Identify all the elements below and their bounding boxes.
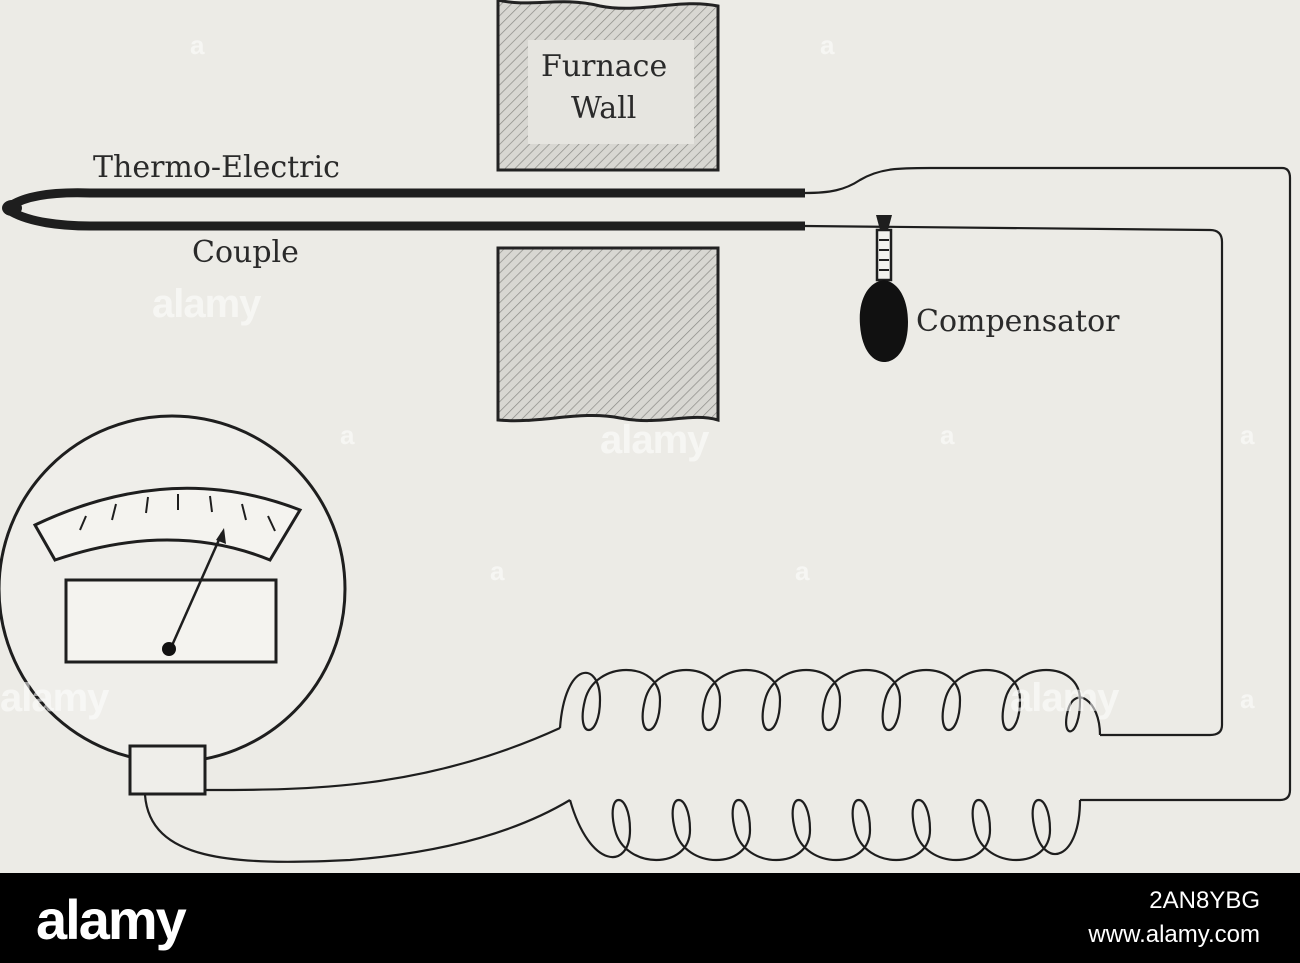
thermocouple-diagram	[0, 0, 1292, 863]
furnace-label-line1: Furnace	[541, 49, 668, 84]
thermo-electric-label: Thermo-Electric	[93, 150, 340, 185]
watermark-text: alamy	[600, 418, 709, 462]
watermark-letter: a	[340, 420, 355, 450]
watermark-letter: a	[190, 30, 205, 60]
couple-label: Couple	[192, 235, 299, 270]
meter	[0, 414, 347, 796]
lead-wires	[143, 166, 1292, 863]
watermark-letter: a	[490, 556, 505, 586]
coil-lower	[568, 799, 1082, 861]
site-url: www.alamy.com	[1088, 921, 1260, 948]
watermark-text: alamy	[152, 282, 261, 326]
coil-upper	[558, 669, 1102, 736]
watermark-letter: a	[820, 30, 835, 60]
image-id: 2AN8YBG	[1149, 887, 1260, 914]
furnace-label-line2: Wall	[571, 91, 637, 126]
watermark-letter: a	[940, 420, 955, 450]
watermark-text: alamy	[0, 676, 109, 720]
thermocouple-probe	[2, 188, 805, 231]
footer-bar: alamy 2AN8YBG www.alamy.com	[0, 873, 1300, 963]
watermark-letter: a	[1240, 684, 1255, 714]
watermark-text: alamy	[1010, 676, 1119, 720]
diagram-canvas: Furnace Wall Thermo-Electric Couple Comp…	[0, 0, 1292, 863]
watermark-letter: a	[795, 556, 810, 586]
furnace-wall-lower	[496, 246, 720, 423]
watermark-letter: a	[1240, 420, 1255, 450]
furnace-label-backing	[528, 40, 694, 144]
compensator	[859, 215, 908, 362]
footer-logo: alamy	[36, 888, 187, 951]
compensator-label: Compensator	[916, 304, 1120, 339]
